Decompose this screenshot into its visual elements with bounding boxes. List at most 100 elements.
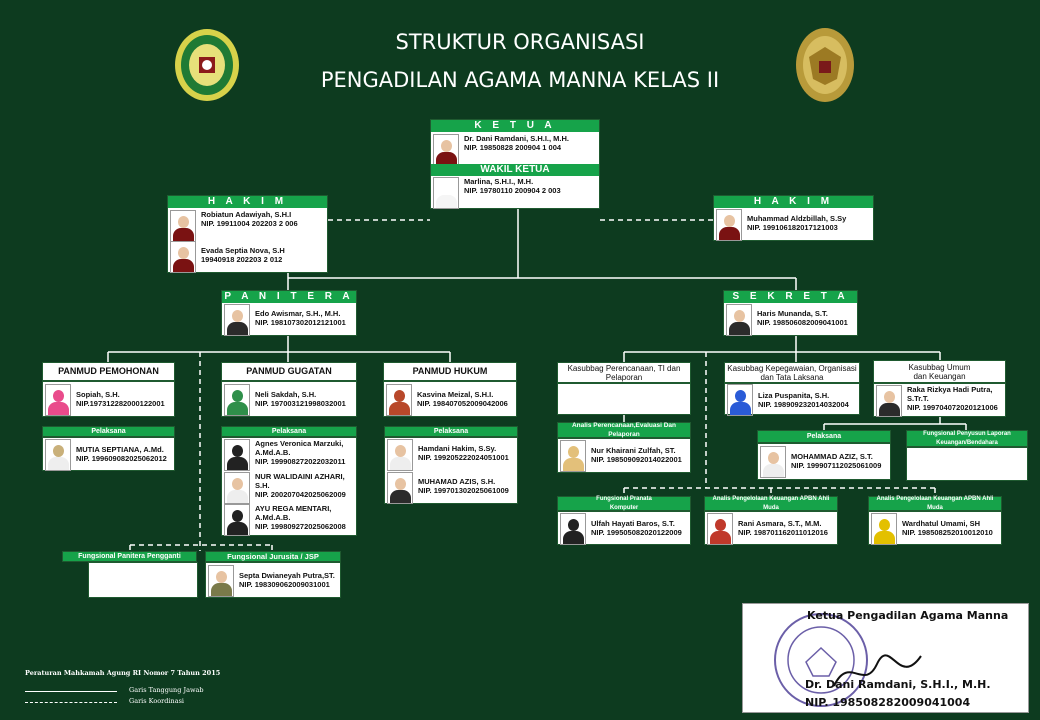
analis-perencanaan-header: Analis Perencanaan,Evaluasi Dan Pelapora… xyxy=(557,422,691,438)
wakil-nip: NIP. 19780110 200904 2 003 xyxy=(464,186,561,195)
kasubbag-kepeg-nip: NIP. 198909232014032004 xyxy=(758,400,849,409)
gugatan-pelaksana-header: Pelaksana xyxy=(221,426,357,437)
wakil-photo xyxy=(433,177,459,209)
gugatan-pelaksana-nip-3: NIP. 199809272025062008 xyxy=(255,522,346,531)
hakim-left-nip-1: NIP. 19911004 202203 2 006 xyxy=(201,219,298,228)
kasubbag-kepeg-name: Liza Puspanita, S.H. xyxy=(758,391,830,400)
hakim-right-name: Muhammad Aldzbillah, S.Sy xyxy=(747,214,847,223)
right-garuda-logo xyxy=(796,28,854,102)
fungsional-jurusita-box: Septa Dwianeyah Putra,ST.NIP. 1983090620… xyxy=(205,562,341,598)
analis-apbn-1-nip: NIP. 198701162011012016 xyxy=(738,528,828,537)
kasubbag-ptip-title: Kasubbag Perencanaan, TI dan Pelaporan xyxy=(557,362,691,383)
analis-apbn-1-name: Rani Asmara, S.T., M.M. xyxy=(738,519,822,528)
gugatan-pelaksana-name-2b: S.H. xyxy=(255,481,270,490)
kasubbag-umum-photo xyxy=(876,385,902,417)
kepeg-pelaksana-name: MOHAMMAD AZIZ, S.T. xyxy=(791,452,873,461)
gugatan-pelaksana-photo-3 xyxy=(224,504,250,536)
kasubbag-umum-nip: NIP. 199704072020121006 xyxy=(907,403,998,412)
pemohonan-pelaksana-header: Pelaksana xyxy=(42,426,175,437)
panmud-hukum-photo xyxy=(386,384,412,416)
fungsional-panitera-box xyxy=(88,562,198,598)
fungsional-jurusita-name: Septa Dwianeyah Putra,ST. xyxy=(239,571,335,580)
panitera-nip: NIP. 198107302012121001 xyxy=(255,318,346,327)
analis-apbn-2-header: Analis Pengelolaan Keuangan APBN Ahli Mu… xyxy=(868,496,1002,511)
fungsional-panitera-header: Fungsional Panitera Pengganti xyxy=(62,551,197,562)
sekretaris-nip: NIP. 198506082009041001 xyxy=(757,318,848,327)
panmud-pemohonan-box: Sopiah, S.H.NIP.197312282000122001 xyxy=(42,381,175,417)
panmud-gugatan-photo xyxy=(224,384,250,416)
panmud-hukum-title: PANMUD HUKUM xyxy=(383,362,517,381)
gugatan-pelaksana-name-1b: A.Md.A.B. xyxy=(255,448,291,457)
fungsional-jurusita-header: Fungsional Jurusita / JSP xyxy=(205,551,341,562)
pranata-name: Ulfah Hayati Baros, S.T. xyxy=(591,519,675,528)
analis-perencanaan-box: Nur Khairani Zulfah, ST.NIP. 19850909201… xyxy=(557,438,691,473)
kasubbag-kepeg-title: Kasubbag Kepegawaian, Organisasi dan Tat… xyxy=(724,362,860,383)
pemohonan-pelaksana-photo xyxy=(45,439,71,471)
pranata-header: Fungsional Pranata Komputer xyxy=(557,496,691,511)
panmud-pemohonan-photo xyxy=(45,384,71,416)
hakim-right-photo xyxy=(716,209,742,241)
gugatan-pelaksana-name-1a: Agnes Veronica Marzuki, xyxy=(255,439,344,448)
court-stamp xyxy=(774,613,868,707)
kepeg-pelaksana-photo xyxy=(760,446,786,478)
ketua-nip: NIP. 19850828 200904 1 004 xyxy=(464,143,562,152)
hukum-pelaksana-nip-1: NIP. 199205222024051001 xyxy=(418,453,509,462)
analis-apbn-2-photo xyxy=(871,513,897,545)
title-line-2: PENGADILAN AGAMA MANNA KELAS II xyxy=(320,68,720,92)
perma-footnote: Peraturan Mahkamah Agung RI Nomor 7 Tahu… xyxy=(25,669,221,677)
panmud-pemohonan-title: PANMUD PEMOHONAN xyxy=(42,362,175,381)
panitera-box: P A N I T E R A Edo Awismar, S.H., M.H.N… xyxy=(221,290,357,336)
panmud-pemohonan-nip: NIP.197312282000122001 xyxy=(76,399,165,408)
kasubbag-ptip-box xyxy=(557,383,691,415)
pemohonan-pelaksana-name: MUTIA SEPTIANA, A.Md. xyxy=(76,445,164,454)
fungsional-laporan-box xyxy=(906,447,1028,481)
analis-perencanaan-name: Nur Khairani Zulfah, ST. xyxy=(591,446,676,455)
fungsional-laporan-header: Fungsional Penyusun Laporan Keuangan/Ben… xyxy=(906,430,1028,447)
hukum-pelaksana-nip-2: NIP. 199701302025061009 xyxy=(418,486,509,495)
gugatan-pelaksana-name-2a: NUR WALIDAINI AZHARI, xyxy=(255,472,345,481)
analis-perencanaan-photo xyxy=(560,440,586,472)
hukum-pelaksana-photo-2 xyxy=(387,472,413,504)
panitera-header: P A N I T E R A xyxy=(222,291,356,303)
ketua-box: K E T U A Dr. Dani Ramdani, S.H.I., M.H.… xyxy=(430,119,600,209)
panmud-pemohonan-name: Sopiah, S.H. xyxy=(76,390,120,399)
panmud-gugatan-box: Neli Sakdah, S.H.NIP. 197003121998032001 xyxy=(221,381,357,417)
hukum-pelaksana-box: Hamdani Hakim, S.Sy.NIP. 199205222024051… xyxy=(384,437,518,504)
kasubbag-umum-box: Raka Rizkya Hadi Putra,S.Tr.T.NIP. 19970… xyxy=(873,383,1006,417)
kasubbag-kepeg-photo xyxy=(727,384,753,416)
panmud-gugatan-title: PANMUD GUGATAN xyxy=(221,362,357,381)
title-line-1: STRUKTUR ORGANISASI xyxy=(395,30,645,54)
sekretaris-name: Haris Munanda, S.T. xyxy=(757,309,828,318)
gugatan-pelaksana-name-3a: AYU REGA MENTARI, xyxy=(255,504,332,513)
wakil-header: WAKIL KETUA xyxy=(431,164,599,176)
ketua-name: Dr. Dani Ramdani, S.H.I., M.H. xyxy=(464,134,570,143)
pemohonan-pelaksana-nip: NIP. 199609082025062012 xyxy=(76,454,167,463)
kasubbag-umum-name-2: S.Tr.T. xyxy=(907,394,929,403)
sekretaris-box: S E K R E T A R I S Haris Munanda, S.T.N… xyxy=(723,290,858,336)
hakim-right-header: H A K I M xyxy=(714,196,873,208)
hukum-pelaksana-name-1: Hamdani Hakim, S.Sy. xyxy=(418,444,497,453)
panmud-hukum-name: Kasvina Meizal, S.H.I. xyxy=(417,390,494,399)
ketua-photo xyxy=(433,134,459,166)
hakim-left-nip-2: 19940918 202203 2 012 xyxy=(201,255,283,264)
kasubbag-umum-name-1: Raka Rizkya Hadi Putra, xyxy=(907,385,993,394)
panmud-hukum-nip: NIP. 198407052009042006 xyxy=(417,399,508,408)
analis-perencanaan-nip: NIP. 198509092014022001 xyxy=(591,455,682,464)
panmud-gugatan-name: Neli Sakdah, S.H. xyxy=(255,390,317,399)
hukum-pelaksana-header: Pelaksana xyxy=(384,426,518,437)
hakim-right-nip: NIP. 199106182017121003 xyxy=(747,223,838,232)
gugatan-pelaksana-box: Agnes Veronica Marzuki,A.Md.A.B. NIP. 199… xyxy=(221,437,357,536)
kepeg-pelaksana-box: MOHAMMAD AZIZ, S.T.NIP. 1999071120250610… xyxy=(757,443,891,480)
pranata-box: Ulfah Hayati Baros, S.T.NIP. 19950508202… xyxy=(557,511,691,545)
hakim-left-header: H A K I M xyxy=(168,196,327,208)
signature-position: Ketua Pengadilan Agama Manna xyxy=(807,609,1009,622)
ketua-header: K E T U A xyxy=(431,120,599,132)
fungsional-jurusita-nip: NIP. 198309062009031001 xyxy=(239,580,330,589)
hukum-pelaksana-photo-1 xyxy=(387,439,413,471)
analis-apbn-1-photo xyxy=(707,513,733,545)
kepeg-pelaksana-nip: NIP. 199907112025061009 xyxy=(791,461,882,470)
sekretaris-photo xyxy=(726,304,752,336)
